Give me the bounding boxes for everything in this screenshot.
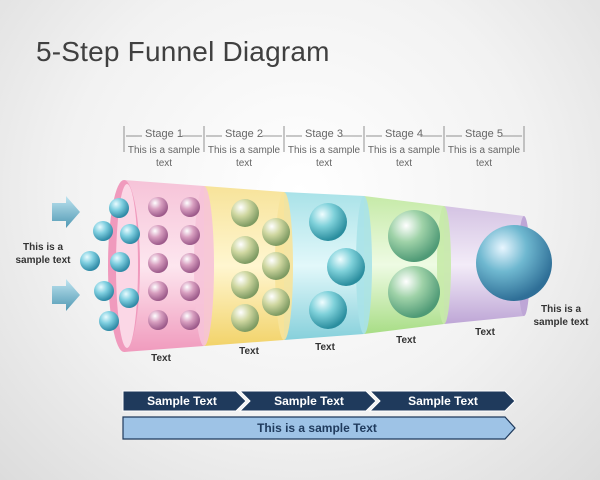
- stage-header-2: Stage 2 This is a sample text: [204, 128, 284, 170]
- input-arrow-bottom-icon: [52, 279, 80, 311]
- right-label-line2: sample text: [533, 317, 589, 328]
- bottom-bar-shape: [122, 416, 516, 440]
- stage-name: Stage 4: [385, 128, 423, 140]
- stage-desc-line2: text: [235, 158, 253, 169]
- stage-name: Stage 3: [305, 128, 343, 140]
- right-label: This is a sample text: [525, 303, 597, 329]
- entering-balls: [80, 198, 140, 331]
- chevron-bar: [122, 390, 516, 412]
- bottom-bar-text: This is a sample Text: [257, 421, 377, 435]
- stage-desc-line2: text: [395, 158, 413, 169]
- stage-5-ball: [476, 225, 552, 301]
- chevron-text-2: Sample Text: [274, 394, 344, 408]
- left-label-line2: sample text: [15, 255, 71, 266]
- chevron-text-3: Sample Text: [408, 394, 478, 408]
- page-title: 5-Step Funnel Diagram: [36, 36, 330, 67]
- stage-desc-line1: This is a sample: [207, 145, 281, 156]
- stage-name: Stage 1: [145, 128, 183, 140]
- stage-dimension-lines: [123, 126, 525, 152]
- stage-1-balls: [148, 197, 200, 330]
- stage-header-5: Stage 5 This is a sample text: [444, 128, 524, 170]
- segment-label-5: Text: [475, 327, 495, 338]
- segment-label-1: Text: [151, 353, 171, 364]
- stage-desc-line1: This is a sample: [367, 145, 441, 156]
- stage-header-3: Stage 3 This is a sample text: [284, 128, 364, 170]
- stage-header-4: Stage 4 This is a sample text: [364, 128, 444, 170]
- stage-header-1: Stage 1 This is a sample text: [124, 128, 204, 170]
- left-label: This is a sample text: [8, 241, 78, 267]
- stage-desc-line2: text: [155, 158, 173, 169]
- stage-3-balls: [309, 203, 365, 329]
- stage-desc-line1: This is a sample: [447, 145, 521, 156]
- stage-desc-line1: This is a sample: [127, 145, 201, 156]
- stage-desc-line2: text: [475, 158, 493, 169]
- input-arrow-top-icon: [52, 196, 80, 228]
- stage-4-balls: [388, 210, 440, 318]
- segment-label-3: Text: [315, 342, 335, 353]
- segment-label-4: Text: [396, 335, 416, 346]
- segment-label-2: Text: [239, 346, 259, 357]
- stage-name: Stage 5: [465, 128, 503, 140]
- stage-desc-line2: text: [315, 158, 333, 169]
- stage-2-balls: [231, 199, 290, 332]
- stage-desc-line1: This is a sample: [287, 145, 361, 156]
- left-label-line1: This is a: [22, 242, 63, 253]
- stage-name: Stage 2: [225, 128, 263, 140]
- right-label-line1: This is a: [540, 304, 581, 315]
- chevron-text-1: Sample Text: [147, 394, 217, 408]
